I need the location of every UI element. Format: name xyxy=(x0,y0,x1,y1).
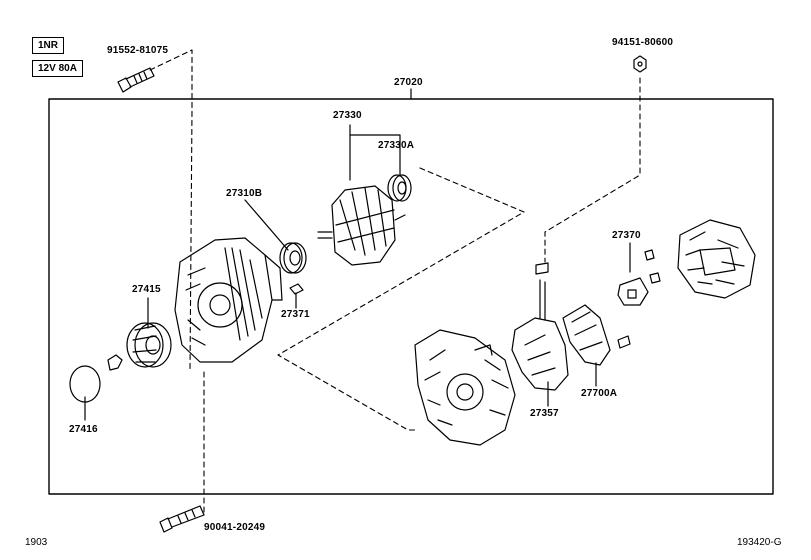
bolt-bottom-icon xyxy=(159,505,205,533)
part-number-bolt-top[interactable]: 91552-81075 xyxy=(107,45,169,56)
leader-nut xyxy=(544,77,641,263)
rear-cover-icon xyxy=(677,219,756,299)
part-number-assembly[interactable]: 27020 xyxy=(394,77,423,88)
part-number-brush-holder[interactable]: 27700A xyxy=(581,388,618,399)
assembly-frame xyxy=(48,98,774,495)
nut-top-icon xyxy=(633,55,647,73)
brush-holder-icon xyxy=(562,304,631,366)
engine-tag: 1NR xyxy=(32,37,65,54)
part-number-pulley-cap[interactable]: 27416 xyxy=(69,424,98,435)
leader-top-bolt xyxy=(149,49,193,371)
rectifier-icon xyxy=(511,262,569,391)
part-number-bolt-bottom[interactable]: 90041-20249 xyxy=(204,522,266,533)
part-number-regulator[interactable]: 27370 xyxy=(612,230,641,241)
part-number-rectifier[interactable]: 27357 xyxy=(530,408,559,419)
footer-left-code: 1903 xyxy=(25,537,48,548)
pulley-icon xyxy=(107,322,172,371)
front-housing-icon xyxy=(174,237,283,363)
spec-tag: 12V 80A xyxy=(32,60,83,77)
part-number-pulley[interactable]: 27415 xyxy=(132,284,161,295)
part-number-retainer[interactable]: 27371 xyxy=(281,309,310,320)
part-number-rotor[interactable]: 27330 xyxy=(333,110,362,121)
rotor-bearing-icon xyxy=(387,174,412,202)
part-number-front-bearing[interactable]: 27310B xyxy=(226,188,263,199)
part-number-rotor-bearing[interactable]: 27330A xyxy=(378,140,415,151)
front-bearing-icon xyxy=(279,242,307,274)
rotor-icon xyxy=(317,185,406,266)
bolt-top-icon xyxy=(117,67,155,93)
part-number-nut-top[interactable]: 94151-80600 xyxy=(612,37,674,48)
pulley-cap-icon xyxy=(69,365,101,403)
rear-housing-icon xyxy=(414,329,516,446)
rotor-bracket xyxy=(349,124,401,181)
regulator-icon xyxy=(617,249,661,306)
leader-rotor-housing xyxy=(277,167,525,431)
footer-right-code: 193420-G xyxy=(737,537,782,548)
retainer-icon xyxy=(289,283,304,295)
